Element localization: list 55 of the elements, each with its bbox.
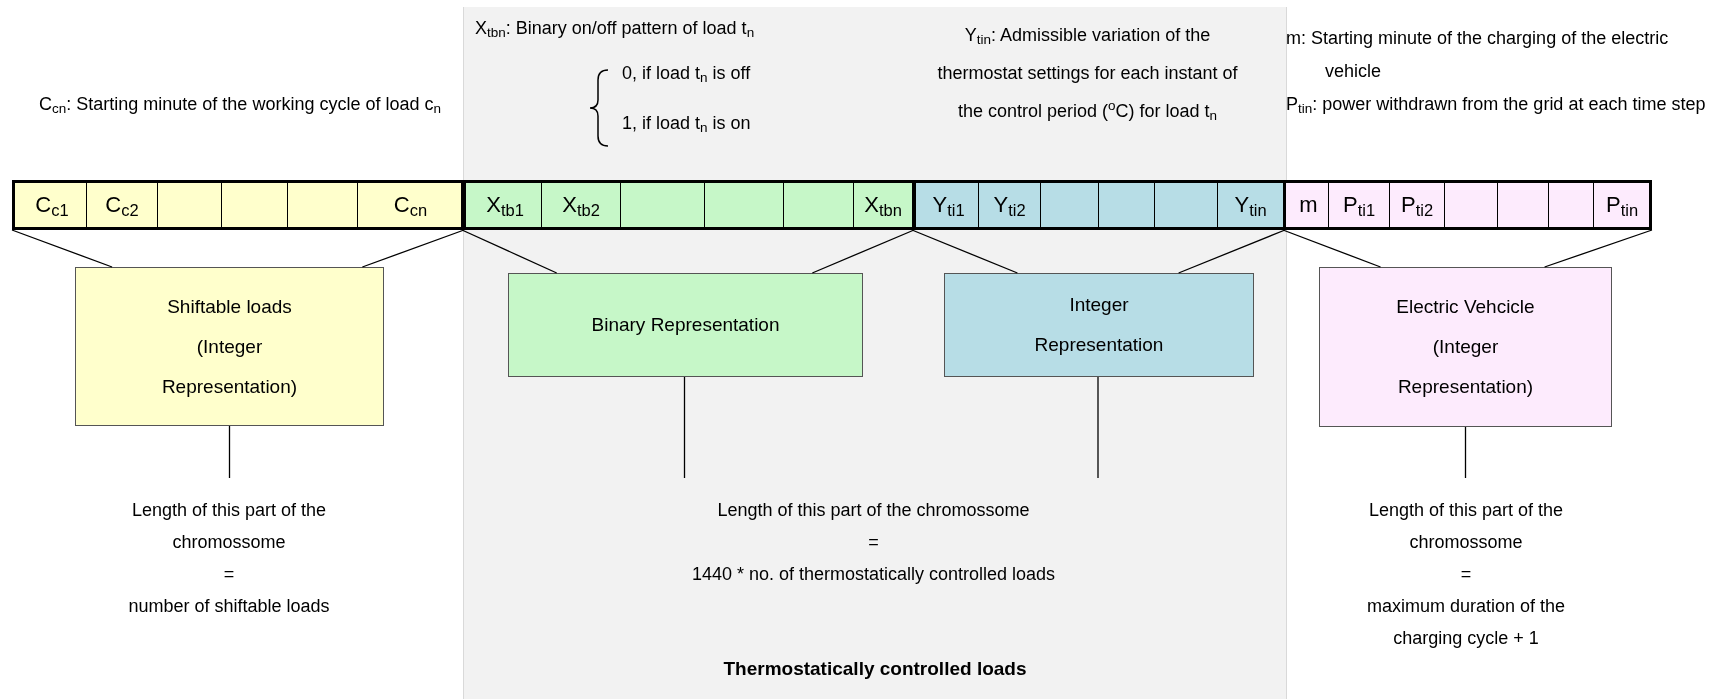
case-text: 0, if load t$_{n}$ is off — [622, 62, 751, 87]
length-note: 1440 * no. of thermostatically controlled loads — [691, 563, 1056, 586]
gene-label: P$_{tin}$ — [1605, 194, 1639, 216]
length-note: Length of this part of the chromossome — [130, 499, 328, 554]
leader-line — [1464, 426, 1467, 479]
length-note: = — [223, 563, 235, 586]
gene-label: m — [1299, 194, 1318, 216]
leader-line — [811, 229, 915, 274]
box-label: Binary Representation — [591, 313, 780, 337]
length-note: number of shiftable loads — [128, 595, 330, 618]
leader-line — [461, 229, 558, 274]
gene-label: X$_{tb2}$ — [562, 194, 600, 216]
leader-line — [1177, 229, 1286, 274]
gene-label: X$_{tb1}$ — [486, 194, 524, 216]
gene-label: X$_{tbn}$ — [864, 194, 902, 216]
leader-line — [1543, 229, 1653, 268]
gene-label: Y$_{ti1}$ — [932, 194, 965, 216]
section-heading: Thermostatically controlled loads — [723, 656, 1027, 681]
gene-label: P$_{ti2}$ — [1400, 194, 1434, 216]
definition-text: C$_{cn}$: Starting minute of the working cycle of load c$_{n}$ — [38, 93, 442, 119]
leader-line — [683, 376, 686, 479]
length-note: = — [868, 531, 879, 554]
gene-label: P$_{ti1}$ — [1342, 194, 1376, 216]
representation-box — [508, 273, 863, 377]
chromosome-segment — [12, 180, 464, 230]
definition-text: m: Starting minute of the charging of the electric vehicle — [1286, 27, 1670, 83]
gene-label: C$_{c2}$ — [105, 194, 139, 216]
gene-label: Y$_{ti2}$ — [993, 194, 1026, 216]
chromosome-segment — [913, 180, 1286, 230]
gene-label: Y$_{tin}$ — [1234, 194, 1267, 216]
box-label: Integer Representation — [1033, 293, 1165, 357]
leader-line — [11, 229, 113, 268]
section-band — [463, 7, 1287, 699]
leader-line — [1097, 376, 1099, 479]
length-note: Length of this part of the chromossome — [717, 499, 1030, 522]
leader-line — [1282, 229, 1382, 268]
chromosome-segment — [463, 180, 915, 230]
leader-line — [911, 229, 1019, 274]
case-text: 1, if load t$_{n}$ is on — [622, 112, 751, 137]
box-label: Electric Vehcicle (Integer Representation) — [1395, 295, 1536, 399]
chromosome-segment — [1283, 180, 1652, 230]
length-note: maximum duration of the charging cycle + 1 — [1365, 595, 1567, 650]
leader-line — [361, 229, 465, 268]
representation-box — [944, 273, 1254, 377]
representation-box — [75, 267, 384, 426]
gene-label: C$_{c1}$ — [35, 194, 69, 216]
length-note: Length of this part of the chromossome — [1367, 499, 1565, 554]
box-label: Shiftable loads (Integer Representation) — [160, 294, 299, 399]
definition-text: Y$_{tin}$: Admissible variation of the thermostat settings for each instant of the control period ($^{o}$C) for load t$_{n}$ — [936, 24, 1239, 126]
definition-text: X$_{tbn}$: Binary on/off pattern of load t$_{n}$ — [475, 17, 755, 42]
length-note: = — [1460, 563, 1472, 586]
definition-text: P$_{tin}$: power withdrawn from the grid at each time step — [1286, 93, 1706, 119]
gene-label: C$_{cn}$ — [393, 194, 428, 216]
leader-line — [228, 425, 231, 479]
representation-box — [1319, 267, 1612, 427]
